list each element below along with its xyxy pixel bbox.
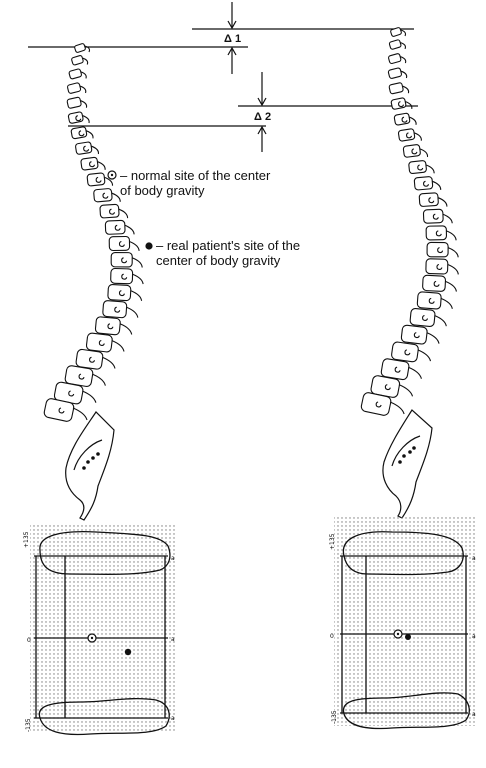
vertebra [387, 67, 408, 79]
vertebra [390, 97, 413, 110]
vertebra [53, 381, 97, 405]
left-plate-mid-label: 0 [27, 637, 31, 644]
left-plate-grid [30, 524, 176, 732]
vertebra [388, 82, 410, 95]
left-plate-right-top: a [171, 555, 175, 562]
left-plate: +135 0 -135 a a a [23, 524, 176, 736]
vertebra [110, 252, 143, 268]
vertebra [86, 172, 114, 187]
vertebra [409, 308, 447, 327]
vertebra [400, 324, 440, 345]
vertebra [75, 348, 116, 370]
vertebra [425, 225, 457, 241]
vertebra [110, 267, 144, 285]
vertebra [102, 300, 139, 319]
right-plate-top-tick: +135 [329, 533, 336, 550]
right-plate-mid-label: 0 [330, 633, 334, 640]
vertebra [68, 68, 87, 80]
vertebra [360, 392, 405, 416]
left-plate-right-mid: a [171, 636, 175, 643]
vertebra [74, 43, 91, 53]
vertebra [425, 258, 459, 275]
vertebra [99, 203, 129, 219]
vertebra [104, 219, 135, 235]
vertebra [418, 192, 448, 207]
vertebra [397, 128, 422, 142]
left-foot-top-outline [39, 530, 171, 575]
normal-site-marker [107, 170, 117, 180]
vertebra [85, 332, 125, 353]
right-plate: +135 0 -135 a a a [329, 516, 476, 730]
vertebra [393, 112, 417, 126]
left-plate-normal-marker [87, 633, 97, 643]
vertebra [107, 283, 143, 302]
vertebra [70, 126, 94, 140]
vertebra [388, 39, 406, 50]
delta1-label: Δ 1 [224, 33, 241, 45]
vertebra [71, 55, 89, 66]
right-plate-right-bottom: a [472, 711, 476, 718]
right-foot-top-outline [342, 531, 464, 576]
right-plate-real-marker [405, 634, 411, 640]
vertebra [93, 188, 121, 203]
vertebra [402, 144, 429, 158]
right-plate-bottom-tick: -135 [331, 710, 338, 724]
left-plate-right-bottom: a [171, 715, 175, 722]
right-spine [360, 27, 459, 416]
vertebra [408, 160, 435, 175]
left-plate-bottom-tick: -135 [25, 718, 32, 732]
right-plate-grid [334, 516, 476, 726]
real-site-marker [145, 242, 153, 250]
right-plate-right-top: a [472, 555, 476, 562]
legend-real-text: – real patient's site of the center of b… [156, 238, 301, 268]
measurement-lines [28, 2, 418, 152]
right-foot-bottom-outline [342, 692, 470, 730]
left-plate-real-marker [124, 648, 132, 656]
vertebra [66, 96, 88, 109]
vertebra [416, 291, 453, 310]
legend-normal-text: – normal site of the center of body grav… [120, 168, 271, 198]
right-sacrum [382, 409, 433, 519]
vertebra [43, 398, 88, 422]
vertebra [422, 208, 453, 224]
vertebra [413, 176, 442, 191]
vertebra [380, 358, 422, 381]
vertebra [67, 82, 87, 94]
vertebra [67, 111, 90, 124]
left-plate-top-tick: +135 [23, 531, 30, 548]
vertebra [80, 156, 106, 171]
vertebra [94, 316, 133, 336]
left-spine [43, 43, 144, 422]
vertebra [391, 341, 432, 363]
vertebra [108, 235, 140, 252]
left-sacrum [65, 411, 115, 521]
right-plate-right-mid: a [472, 633, 476, 640]
vertebra [422, 274, 457, 292]
left-foot-bottom-outline [38, 697, 170, 736]
vertebra [64, 365, 106, 387]
delta2-label: Δ 2 [254, 111, 271, 123]
vertebra [75, 141, 100, 155]
vertebra [426, 241, 459, 258]
vertebra [388, 53, 407, 65]
right-plate-normal-marker [393, 629, 403, 639]
vertebra [390, 27, 407, 37]
